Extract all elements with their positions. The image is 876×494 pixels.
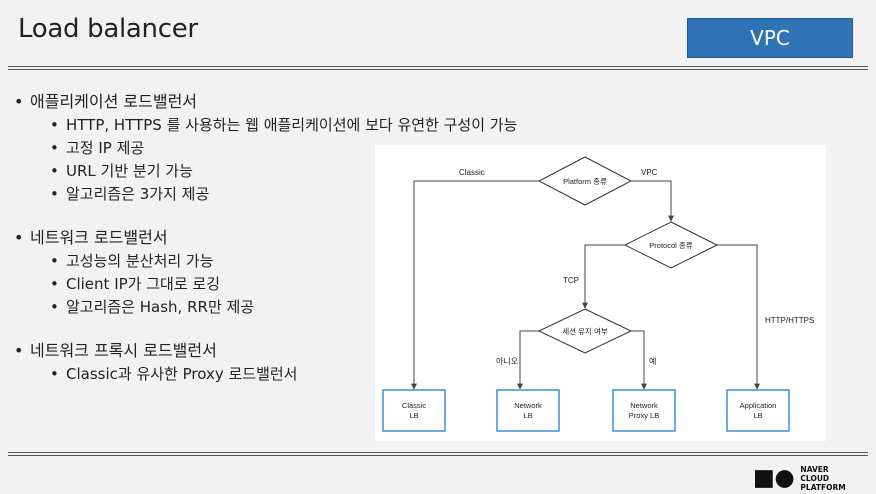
box-classic-lb <box>382 389 446 432</box>
bullet-application-lb: 애플리케이션 로드밸런서 <box>14 90 574 114</box>
decision-platform <box>537 156 633 206</box>
box-network-line1: Network <box>514 401 542 410</box>
edge-tcp <box>582 244 625 309</box>
box-classic-line2: LB <box>409 411 418 420</box>
bullet-network-proxy-lb: 네트워크 프록시 로드밸런서 <box>14 339 574 363</box>
decision-platform-label: Platform 종류 <box>563 177 607 186</box>
lb-decision-flowchart: Platform 종류 Protocol 종류 세션 유지 여부 Classic… <box>375 145 826 441</box>
sub-bullet: 고정 IP 제공 <box>14 137 574 160</box>
box-classic-line1: Classic <box>402 401 426 410</box>
edge-label-no: 아니오 <box>496 356 518 366</box>
edge-label-http: HTTP/HTTPS <box>765 316 814 325</box>
bottom-rule-second <box>8 455 868 456</box>
edge-vpc <box>631 180 674 222</box>
decision-session <box>537 308 633 354</box>
sub-bullet: HTTP, HTTPS 를 사용하는 웹 애플리케이션에 보다 유연한 구성이 … <box>14 114 574 137</box>
edge-no <box>517 330 539 390</box>
edge-classic <box>411 180 539 390</box>
sub-bullet: 고성능의 분산처리 가능 <box>14 250 574 273</box>
logo-line1: NAVER <box>800 465 829 474</box>
edge-label-yes: 예 <box>649 356 656 366</box>
box-application-lb <box>726 389 790 432</box>
box-proxy-line2: Proxy LB <box>629 411 659 420</box>
box-application-line1: Application <box>740 401 777 410</box>
edge-http <box>717 244 760 390</box>
top-rule <box>8 66 868 67</box>
logo-line2: CLOUD PLATFORM <box>800 474 846 492</box>
box-network-line2: LB <box>523 411 532 420</box>
top-rule-second <box>8 69 868 70</box>
box-network-lb <box>496 389 560 432</box>
edge-label-vpc: VPC <box>641 168 658 177</box>
bullet-network-lb: 네트워크 로드밸런서 <box>14 226 574 250</box>
box-network-proxy-lb <box>612 389 676 432</box>
sub-bullet: Client IP가 그대로 로깅 <box>14 273 574 296</box>
decision-protocol-label: Protocol 종류 <box>649 241 692 250</box>
edge-yes <box>631 330 647 390</box>
edge-label-tcp: TCP <box>563 276 579 285</box>
decision-protocol <box>623 221 719 269</box>
edge-label-classic: Classic <box>459 168 485 177</box>
bullet-list: 애플리케이션 로드밸런서 HTTP, HTTPS 를 사용하는 웹 애플리케이션… <box>14 90 574 386</box>
sub-bullet: 알고리즘은 Hash, RR만 제공 <box>14 296 574 319</box>
box-proxy-line1: Network <box>630 401 658 410</box>
naver-cloud-logo: NAVER CLOUD PLATFORM <box>755 465 876 492</box>
vpc-badge: VPC <box>687 18 853 58</box>
sub-bullet: URL 기반 분기 가능 <box>14 160 574 183</box>
bottom-rule <box>8 452 868 453</box>
box-application-line2: LB <box>753 411 762 420</box>
naver-cloud-logo-mark-icon <box>755 469 794 488</box>
decision-session-label: 세션 유지 여부 <box>562 326 608 336</box>
sub-bullet: 알고리즘은 3가지 제공 <box>14 183 574 206</box>
sub-bullet: Classic과 유사한 Proxy 로드밸런서 <box>14 363 574 386</box>
slide-title: Load balancer <box>18 14 198 44</box>
